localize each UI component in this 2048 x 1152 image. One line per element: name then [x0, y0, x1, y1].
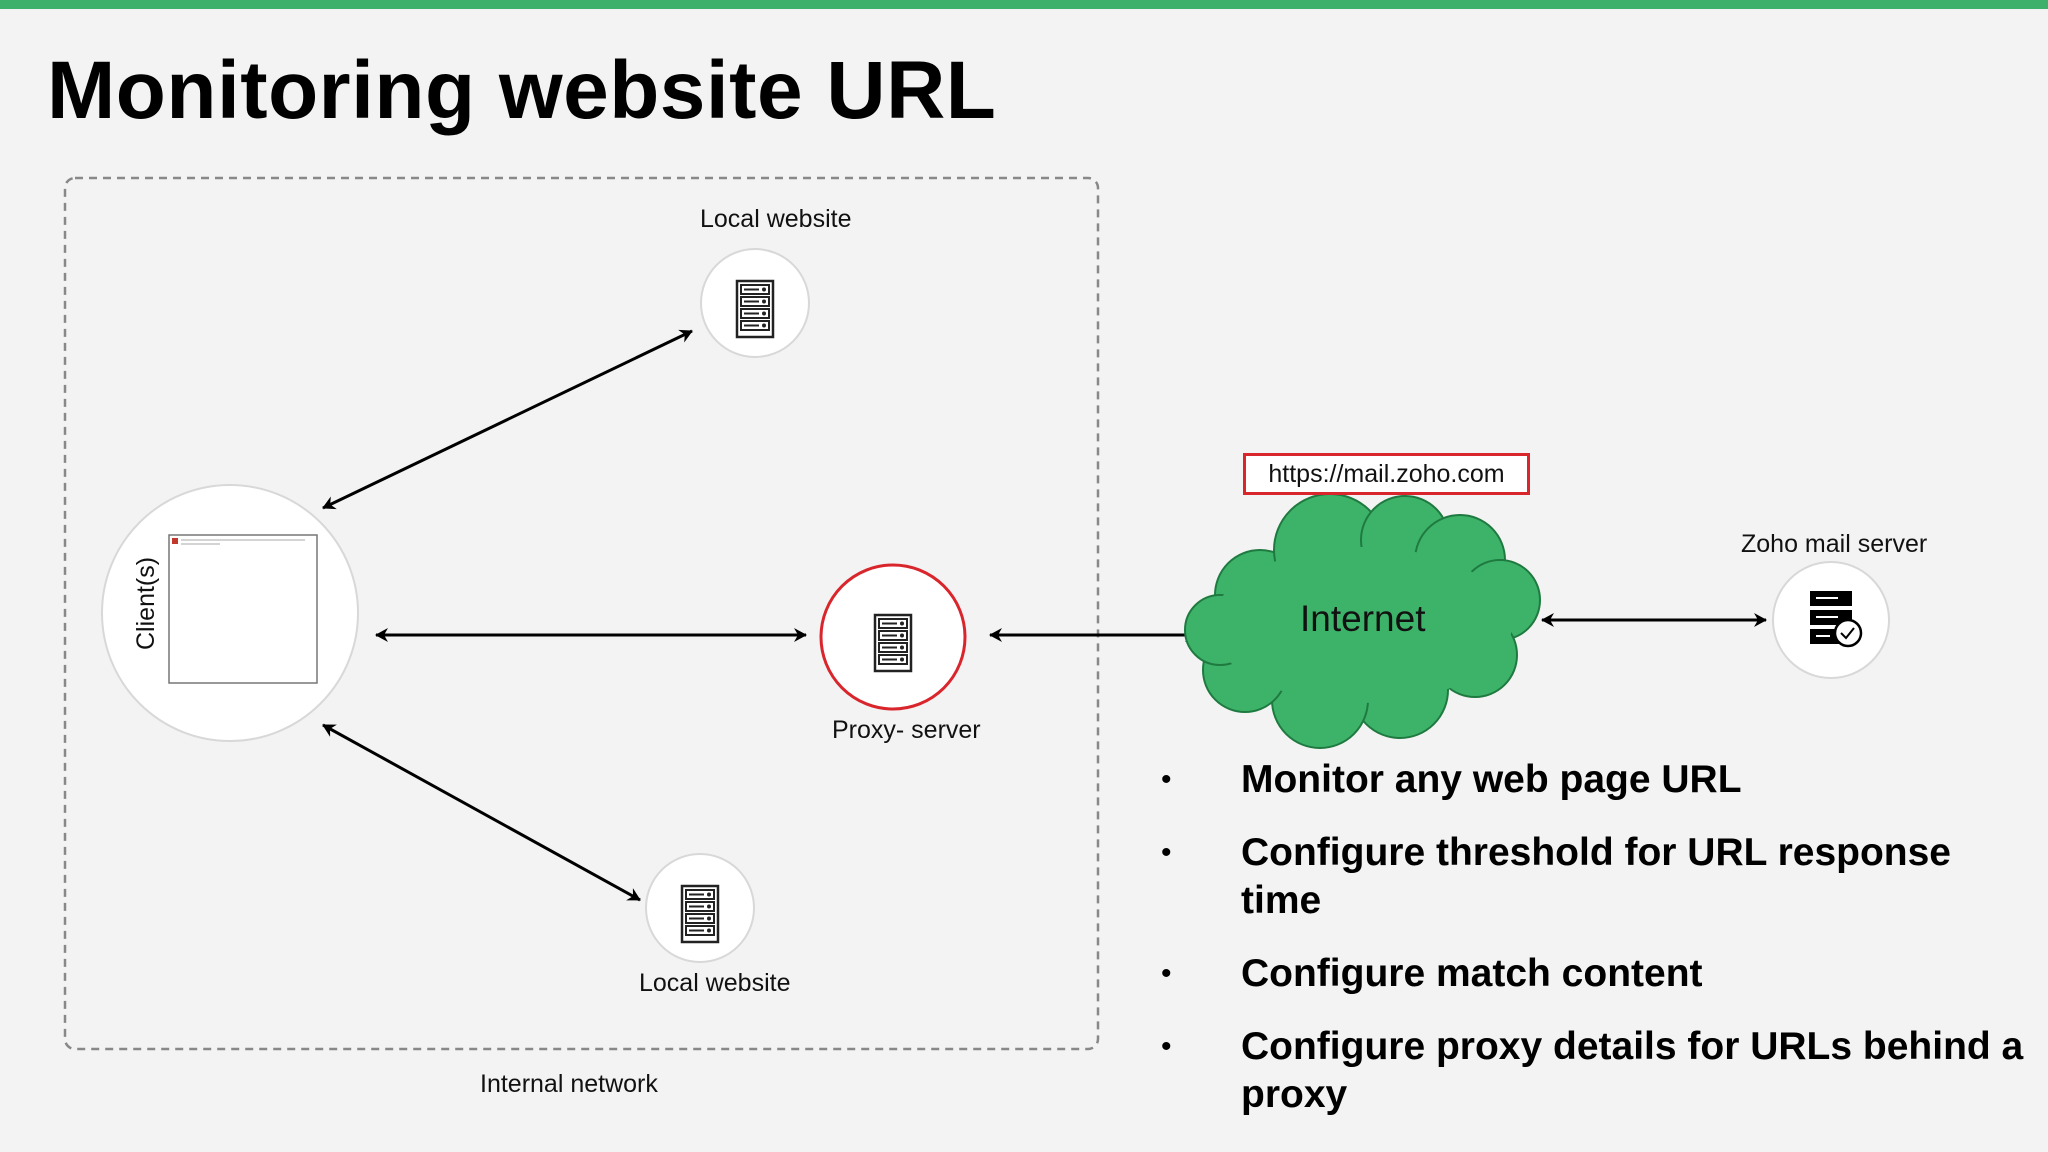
feature-list: • Monitor any web page URL • Configure t…	[1155, 756, 2035, 1144]
url-box: https://mail.zoho.com	[1243, 453, 1530, 495]
local-website-bottom-label: Local website	[639, 969, 791, 997]
zoho-mail-server-label: Zoho mail server	[1741, 530, 1928, 558]
top-accent-bar	[0, 0, 2048, 9]
internal-network-label: Internal network	[480, 1070, 658, 1098]
client-screen-icon	[172, 538, 178, 544]
proxy-server-label: Proxy- server	[832, 716, 981, 744]
server-rack-icon	[680, 884, 720, 944]
internal-network-boundary	[63, 176, 1100, 1051]
list-item: • Configure match content	[1155, 950, 2035, 998]
bullet-dot-icon: •	[1161, 957, 1172, 990]
server-rack-icon	[735, 279, 775, 339]
mail-server-icon	[1810, 591, 1863, 648]
bullet-dot-icon: •	[1161, 763, 1172, 796]
bullet-dot-icon: •	[1161, 1030, 1172, 1063]
server-rack-icon	[873, 613, 913, 673]
arrow-client-local-website-top	[322, 329, 693, 510]
list-item: • Configure proxy details for URLs behin…	[1155, 1023, 2035, 1119]
list-item-text: Configure threshold for URL response tim…	[1241, 831, 1951, 922]
page-title: Monitoring website URL	[47, 45, 997, 136]
client-screen	[168, 534, 318, 684]
bullet-dot-icon: •	[1161, 836, 1172, 869]
internet-label: Internet	[1300, 598, 1426, 639]
list-item: • Configure threshold for URL response t…	[1155, 829, 2035, 925]
client-label: Client(s)	[132, 556, 160, 650]
list-item: • Monitor any web page URL	[1155, 756, 2035, 804]
list-item-text: Configure proxy details for URLs behind …	[1241, 1025, 2024, 1116]
internet-cloud-fill	[1212, 547, 1512, 703]
local-website-top-label: Local website	[700, 205, 852, 233]
list-item-text: Configure match content	[1241, 952, 1703, 995]
list-item-text: Monitor any web page URL	[1241, 758, 1742, 801]
arrow-client-local-website-bottom	[322, 723, 641, 902]
